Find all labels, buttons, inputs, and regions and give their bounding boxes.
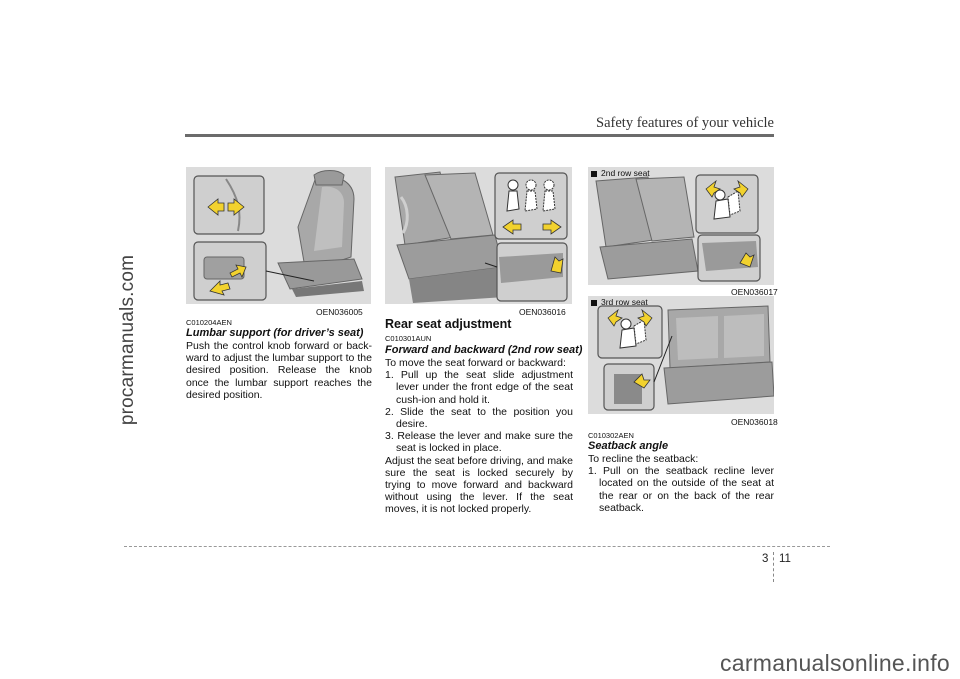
bottom-watermark: carmanualsonline.info bbox=[719, 650, 950, 676]
lumbar-paragraph: Push the control knob forward or back-wa… bbox=[186, 340, 372, 401]
figure-code: OEN036018 bbox=[731, 417, 778, 427]
ref-code: C010204AEN bbox=[186, 318, 232, 327]
page-number: 11 bbox=[779, 553, 791, 565]
rear-seat-illustration bbox=[394, 171, 505, 303]
intro-line: To move the seat forward or backward: bbox=[385, 357, 566, 369]
step-item: 3. Release the lever and make sure the s… bbox=[385, 430, 573, 455]
intro-text: To move the seat forward or backward: 1.… bbox=[385, 357, 573, 516]
side-watermark: procarmanuals.com bbox=[117, 254, 138, 426]
figure-caption-3rd-row: 3rd row seat bbox=[591, 297, 648, 307]
bullet-square bbox=[591, 170, 597, 177]
second-row-recline-figure bbox=[588, 167, 774, 285]
section-number: 3 bbox=[762, 553, 769, 565]
lumbar-support-figure bbox=[186, 167, 371, 304]
step-item: 2. Slide the seat to the position you de… bbox=[385, 405, 573, 431]
third-row-recline-figure bbox=[588, 296, 774, 414]
figure-caption-2nd-row: 2nd row seat bbox=[591, 168, 650, 178]
caption-text: 3rd row seat bbox=[601, 297, 648, 307]
header-rule bbox=[185, 134, 774, 137]
ref-code: C010302AEN bbox=[588, 431, 634, 440]
bullet-square bbox=[591, 299, 597, 306]
section-heading-rear-seat: Rear seat adjustment bbox=[385, 317, 512, 331]
figure-code: OEN036016 bbox=[519, 307, 566, 317]
subheading-lumbar: Lumbar support (for driver’s seat) bbox=[186, 327, 364, 339]
page-header-title: Safety features of your vehicle bbox=[596, 115, 774, 131]
subheading-forward-backward: Forward and backward (2nd row seat) bbox=[385, 344, 583, 356]
subheading-seatback-angle: Seatback angle bbox=[588, 440, 669, 452]
footer-divider bbox=[773, 552, 774, 582]
step-item: 1. Pull on the seatback recline lever lo… bbox=[588, 465, 774, 514]
driver-seat-illustration bbox=[277, 170, 364, 297]
step-item: 1. Pull up the seat slide adjustment lev… bbox=[385, 369, 573, 406]
figure-code: OEN036017 bbox=[731, 287, 778, 297]
footer-rule bbox=[124, 546, 830, 547]
intro-line: To recline the seatback: bbox=[588, 453, 699, 465]
rear-seat-slide-figure bbox=[385, 167, 572, 304]
figure-code: OEN036005 bbox=[316, 307, 363, 317]
caption-text: 2nd row seat bbox=[601, 168, 650, 178]
rear-seat-paragraph: Adjust the seat before driving, and make… bbox=[385, 454, 573, 516]
ref-code: C010301AUN bbox=[385, 334, 432, 343]
seatback-text: To recline the seatback: 1. Pull on the … bbox=[588, 453, 774, 514]
